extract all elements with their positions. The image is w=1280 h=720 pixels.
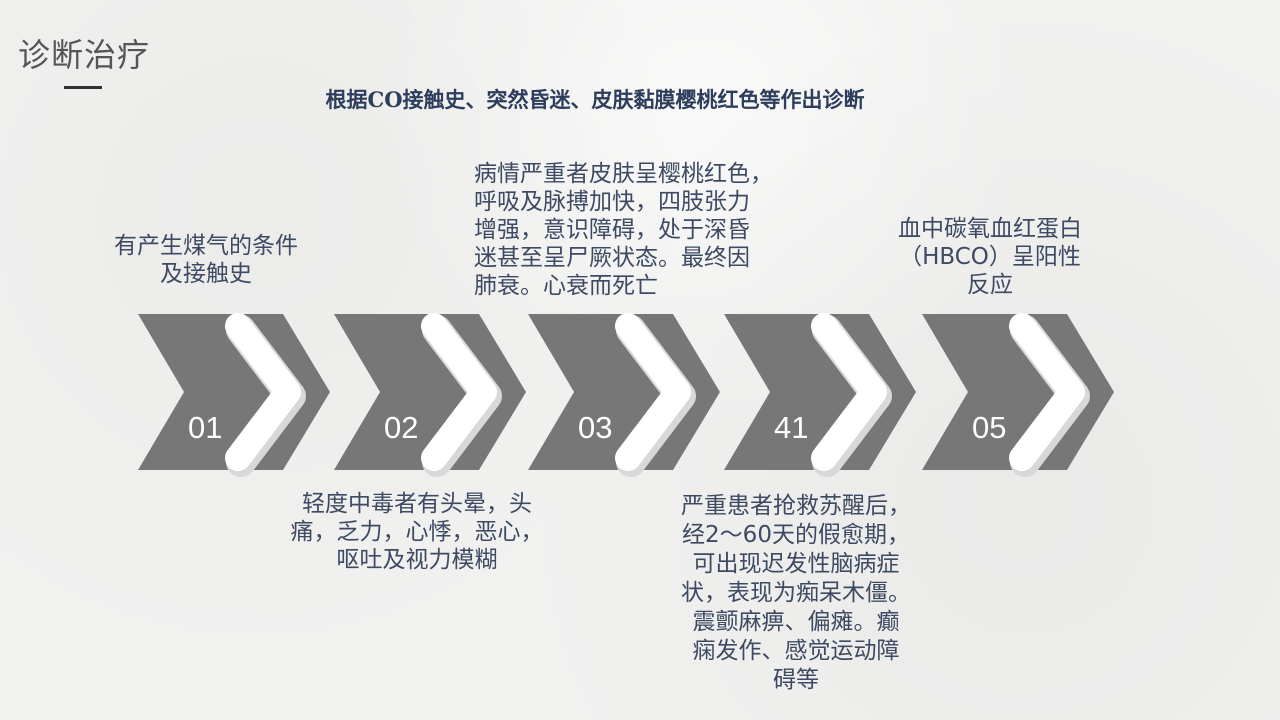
- step-2-chevron: 02: [334, 313, 526, 477]
- title-underline: [64, 86, 102, 89]
- step-5-description: 血中碳氧血红蛋白（HBCO）呈阳性反应: [880, 215, 1100, 299]
- description-line: 轻度中毒者有头晕，头: [302, 491, 532, 517]
- slide-title: 诊断治疗: [18, 36, 151, 74]
- step-number: 41: [774, 410, 809, 445]
- description-line: 呕吐及视力模糊: [336, 547, 498, 573]
- step-number: 05: [972, 410, 1007, 445]
- description-line: 及接触史: [160, 261, 252, 287]
- step-3-description: 病情严重者皮肤呈樱桃红色，呼吸及脉搏加快，四肢张力增强，意识障碍，处于深昏迷甚至…: [474, 160, 794, 300]
- description-line: 痫发作、感觉运动障: [692, 638, 900, 664]
- step-4-description: 严重患者抢救苏醒后， 经2～60天的假愈期， 可出现迟发性脑病症状，表现为痴呆木僵。…: [668, 492, 924, 695]
- step-number: 02: [384, 410, 419, 445]
- description-line: 有产生煤气的条件: [114, 233, 298, 259]
- description-line: 状，表现为痴呆木僵。: [681, 580, 911, 606]
- step-1-description: 有产生煤气的条件及接触史: [96, 232, 316, 288]
- step-number: 01: [188, 410, 223, 445]
- description-line: 病情严重者皮肤呈樱桃红色，: [474, 161, 773, 187]
- description-line: 反应: [967, 272, 1013, 298]
- description-line: 增强，意识障碍，处于深昏: [474, 217, 750, 243]
- description-line: （HBCO）呈阳性: [899, 244, 1081, 270]
- step-number: 03: [578, 410, 613, 445]
- description-line: 血中碳氧血红蛋白: [898, 216, 1082, 242]
- description-line: 经2～60天的假愈期，: [682, 522, 910, 548]
- description-line: 震颤麻痹、偏瘫。癫: [692, 609, 900, 635]
- slide-subtitle: 根据CO接触史、突然昏迷、皮肤黏膜樱桃红色等作出诊断: [325, 87, 865, 112]
- description-line: 迷甚至呈尸厥状态。最终因: [474, 245, 750, 271]
- step-2-description: 轻度中毒者有头晕，头痛，乏力，心悸，恶心，呕吐及视力模糊: [274, 490, 560, 574]
- description-line: 碍等: [773, 667, 819, 693]
- description-line: 肺衰。心衰而死亡: [474, 273, 658, 299]
- step-1-chevron: 01: [138, 313, 330, 477]
- description-line: 呼吸及脉搏加快，四肢张力: [474, 189, 750, 215]
- step-4-chevron: 41: [724, 313, 916, 477]
- step-3-chevron: 03: [528, 313, 720, 477]
- description-line: 严重患者抢救苏醒后，: [681, 493, 911, 519]
- step-5-chevron: 05: [922, 313, 1114, 477]
- description-line: 痛，乏力，心悸，恶心，: [290, 519, 544, 545]
- description-line: 可出现迟发性脑病症: [692, 551, 900, 577]
